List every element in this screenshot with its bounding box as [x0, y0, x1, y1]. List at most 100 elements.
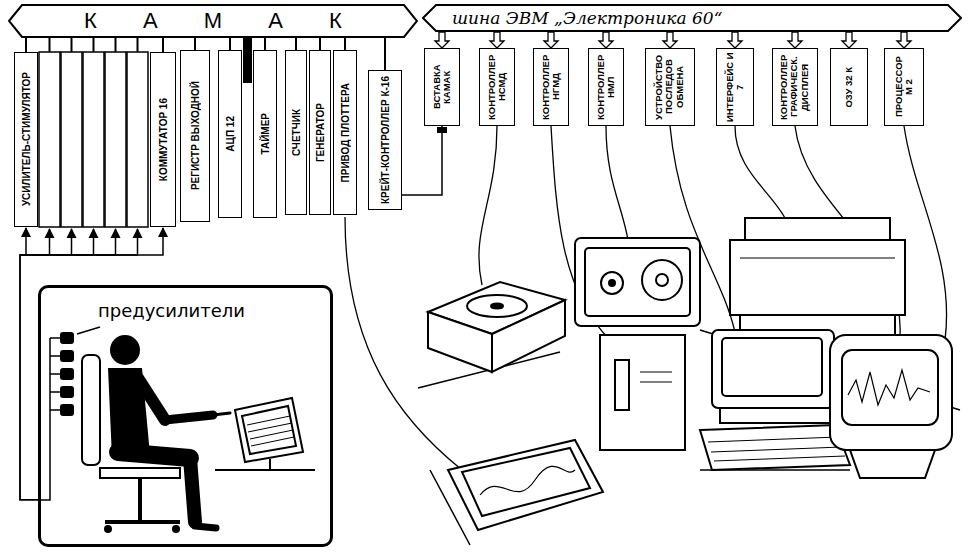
amplifier-wire	[20, 229, 72, 255]
chair-post	[138, 478, 142, 520]
bus-arrow	[728, 32, 742, 48]
monitor-screen	[242, 406, 296, 454]
bus-arrow	[663, 32, 677, 48]
interface-module: КОНТРОЛЛЕР НСМД	[479, 48, 515, 126]
camac-module: КРЕЙТ-КОНТРОЛЛЕР К-16	[368, 70, 402, 210]
module-label: ОЗУ 32 К	[844, 67, 854, 108]
cable	[479, 126, 497, 285]
printer-paper	[745, 218, 890, 242]
camac-module: УСИЛИТЕЛЬ-СТИМУЛЯТОР	[14, 52, 38, 227]
bus-arrow	[788, 32, 802, 48]
bus-arrow	[544, 32, 558, 48]
interface-module: КОНТРОЛЛЕР НМЛ	[588, 48, 624, 126]
tape-body	[575, 238, 700, 326]
bus-plug	[384, 38, 386, 70]
head	[110, 335, 140, 365]
subject-station: предусилители	[38, 285, 333, 547]
arm	[138, 378, 165, 420]
black-board-edge	[243, 38, 252, 83]
blank-board	[61, 52, 82, 227]
blank-board	[39, 52, 148, 227]
preamplifier	[60, 368, 74, 380]
module-label: ПРИВОД ПЛОТТЕРА	[340, 83, 351, 182]
camac-bus: К А М А К	[8, 4, 418, 38]
finger	[213, 413, 230, 415]
blank-board	[39, 52, 60, 227]
disk-spindle	[491, 304, 503, 309]
monitor-stand	[269, 459, 271, 470]
subject-figure	[82, 335, 230, 533]
floppy-drive	[600, 335, 685, 450]
tape-drive	[575, 238, 700, 326]
stimulus-monitor	[215, 398, 315, 470]
disk-platter	[467, 295, 527, 317]
chair-base	[105, 520, 180, 524]
module-label: КРЕЙТ-КОНТРОЛЛЕР К-16	[380, 76, 391, 204]
bus-plug	[264, 38, 266, 50]
blank-board	[105, 52, 126, 227]
plotter-paper	[462, 448, 590, 516]
module-label: РЕГИСТР ВЫХОДНОЙ	[190, 81, 201, 190]
module-label: СЧЕТЧИК	[291, 109, 302, 156]
signal-wire	[20, 228, 38, 500]
disk-drive	[428, 282, 565, 372]
module-label: КОНТРОЛЛЕР ГРАФИЧЕСК. ДИСПЛЕЯ	[779, 52, 810, 122]
preamplifier	[60, 386, 74, 398]
printer-body	[730, 240, 905, 315]
bus-plug	[137, 38, 139, 52]
floppy-body	[600, 335, 685, 450]
camac-module: КОММУТАТОР 16	[150, 52, 176, 227]
module-label: КОНТРОЛЛЕР НГМД	[541, 52, 562, 122]
amplifier-wire	[20, 229, 116, 255]
bus-arrow	[599, 32, 613, 48]
preamp-wire	[41, 327, 100, 500]
bus-plug	[50, 38, 138, 52]
interface-module: ВСТАВКА КАМАК	[424, 48, 460, 126]
plotter	[448, 440, 603, 530]
printer-detail	[740, 258, 895, 259]
module-label: КОНТРОЛЛЕР НМЛ	[596, 52, 617, 122]
interface-module: ИНТЕРФЕЙС И 7	[716, 48, 754, 126]
tape-reel	[601, 272, 623, 294]
bus-plug	[25, 38, 27, 52]
bus-plug	[162, 38, 164, 52]
cable	[735, 126, 785, 218]
cable	[606, 126, 628, 240]
blank-board	[127, 52, 148, 227]
module-label: ИНТЕРФЕЙС И 7	[725, 52, 746, 122]
camac-module: РЕГИСТР ВЫХОДНОЙ	[180, 50, 210, 222]
tape-hub	[609, 280, 615, 286]
amplifier-wire	[20, 229, 138, 255]
bus-plug	[344, 38, 346, 50]
plotter-body	[448, 440, 603, 530]
station-label: предусилители	[96, 300, 247, 321]
module-label: ВСТАВКА КАМАК	[432, 52, 453, 122]
module-label: УСИЛИТЕЛЬ-СТИМУЛЯТОР	[21, 72, 32, 206]
chair-seat	[100, 468, 180, 478]
camac-module: ПРИВОД ПЛОТТЕРА	[333, 50, 357, 215]
disk-side	[428, 312, 492, 372]
chair-wheel	[104, 525, 112, 533]
bus-arrow	[490, 32, 504, 48]
camac-module: АЦП 12	[218, 50, 242, 218]
graphic-display	[830, 335, 952, 478]
camac-module: ТАЙМЕР	[253, 50, 277, 218]
display-base	[850, 450, 935, 478]
table-edge	[215, 469, 315, 471]
bus-arrow	[842, 32, 856, 48]
cable	[345, 126, 947, 470]
bus-label: К А М А К	[84, 8, 362, 34]
screen-lines	[247, 416, 294, 446]
tape-hub	[656, 274, 668, 286]
signal-wire	[20, 228, 163, 500]
interface-module: УСТРОЙСТВО ПОСЛЕДОВ ОБМЕНА	[645, 48, 695, 126]
keyboard	[700, 425, 850, 470]
display-screen	[842, 350, 938, 425]
terminal	[700, 330, 850, 470]
module-label: КОММУТАТОР 16	[158, 98, 169, 181]
bus-plug	[295, 38, 297, 50]
bus-plug	[194, 38, 196, 50]
display-body	[830, 335, 952, 450]
floppy-detail	[640, 382, 672, 383]
